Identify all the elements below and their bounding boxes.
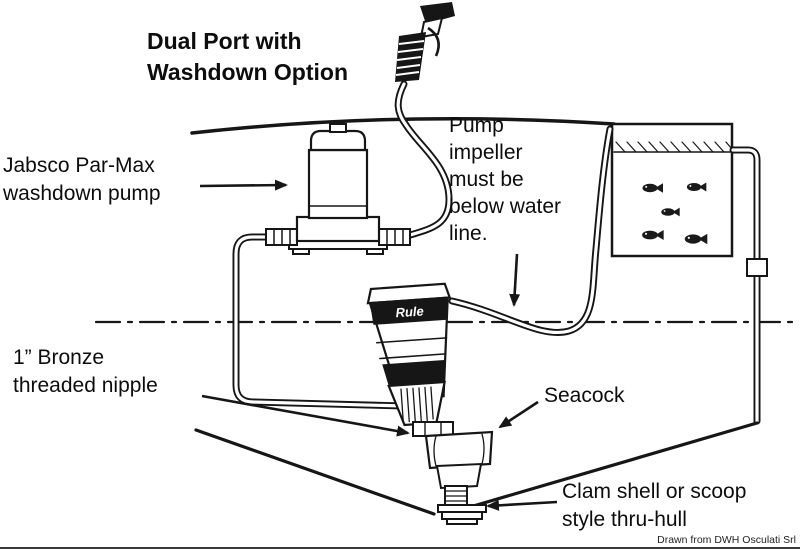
clamshell-flange [441, 511, 483, 520]
clamshell-arrow [486, 499, 558, 511]
pump-base [288, 240, 388, 250]
tank-water-hatch [615, 141, 732, 153]
label-line: threaded nipple [13, 374, 158, 397]
nozzle-head [420, 2, 455, 24]
label-line: impeller [449, 141, 523, 164]
seacock-arrow [498, 400, 539, 429]
page-title: Dual Port with Washdown Option [147, 26, 348, 88]
label-washdown-pump: Jabsco Par-Max washdown pump [3, 152, 161, 208]
label-line: Pump [449, 114, 504, 137]
seacock-nut [435, 462, 483, 490]
label-line: 1” Bronze [13, 346, 105, 369]
nozzle-neck [419, 16, 444, 39]
hull-line-right [468, 421, 759, 509]
tank-drain-pipe [729, 146, 768, 425]
pump-motor-cap [309, 129, 367, 152]
credit-watermark: Drawn from DWH Osculati Srl [657, 534, 796, 546]
label-line: line. [449, 222, 488, 245]
pump-motor [307, 148, 369, 220]
label-line: Jabsco Par-Max [3, 154, 155, 177]
label-line: Clam shell or scoop [562, 480, 747, 503]
label-impeller-note: Pump impeller must be below water line. [449, 112, 561, 247]
suction-hose-loop [232, 233, 408, 410]
pump-brand-label: Rule [395, 303, 424, 320]
nozzle-grip-ribs [395, 40, 425, 76]
pipe-coupling [746, 258, 768, 277]
livewell-feed-hose [448, 125, 614, 336]
label-line: style thru-hull [562, 508, 687, 531]
pump-foot [366, 248, 384, 255]
rule-pump-band-top [369, 297, 448, 325]
livewell-tank-icon [610, 122, 734, 258]
thru-hull-icon [437, 485, 487, 525]
rule-pump-band-bottom [382, 359, 447, 386]
label-line: washdown pump [3, 182, 161, 205]
nipple-arrow [201, 394, 410, 437]
label-line: must be [449, 168, 524, 191]
nozzle-trigger [427, 26, 440, 57]
impeller-arrow [509, 253, 521, 307]
washdown-pump-icon [265, 123, 411, 255]
pump-foot [292, 248, 310, 255]
nozzle-hose [394, 80, 453, 241]
label-seacock: Seacock [544, 384, 625, 407]
seacock-body [424, 430, 494, 470]
label-bronze-nipple: 1” Bronze threaded nipple [13, 344, 158, 400]
seacock-icon [412, 421, 494, 490]
jabsco-arrow [199, 179, 288, 191]
spray-nozzle-icon [395, 2, 455, 82]
label-line: below water [449, 195, 562, 218]
strainer-slots [400, 386, 434, 423]
clamshell-flange [437, 504, 487, 513]
hull-line-left [194, 428, 436, 516]
rule-pump-icon: Rule [366, 282, 452, 427]
strainer-base [387, 380, 446, 427]
pump-motor-nub [329, 123, 347, 133]
pump-head [295, 215, 381, 243]
label-thru-hull: Clam shell or scoop style thru-hull [562, 478, 746, 534]
title-line: Washdown Option [147, 59, 349, 85]
title-line: Dual Port with [147, 28, 302, 54]
bottom-border-line [0, 547, 800, 549]
clamshell-flange [446, 518, 478, 525]
